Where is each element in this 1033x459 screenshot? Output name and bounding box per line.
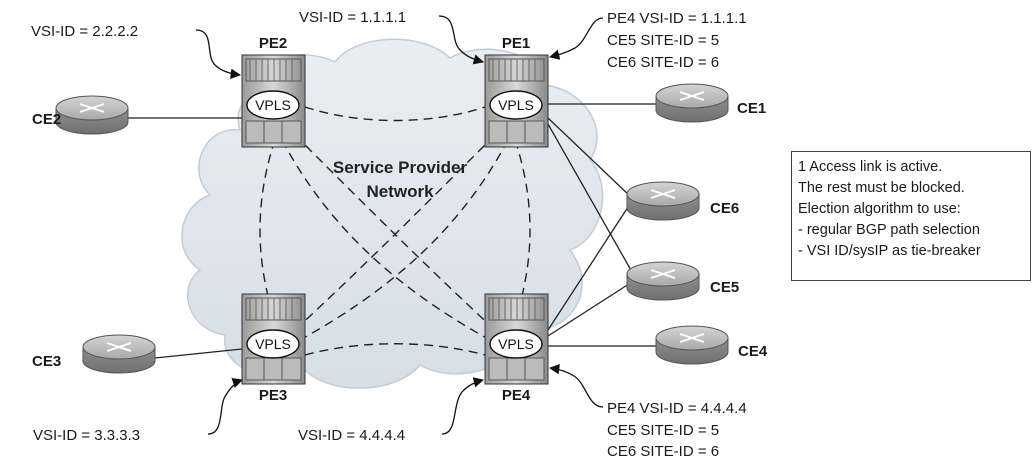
ce-label-ce4: CE4 — [738, 343, 768, 360]
arrow-pe4-vsi — [441, 377, 485, 435]
vpls-label-pe1: VPLS — [498, 97, 534, 113]
pe-label-pe3: PE3 — [259, 387, 287, 404]
pe4-block-line3: CE6 SITE-ID = 6 — [607, 443, 719, 459]
vpls-instance-pe2 — [246, 90, 300, 120]
vpls-label-pe3: VPLS — [255, 336, 291, 352]
router-icon — [79, 103, 105, 113]
legend-line-2: The rest must be blocked. — [798, 180, 965, 196]
legend-line-5: - VSI ID/sysIP as tie-breaker — [798, 243, 981, 259]
pseudowire-mesh — [259, 106, 531, 356]
pseudowire-pe2-pe4-alt — [281, 139, 491, 341]
pseudowire-pe2-pe1 — [304, 106, 486, 122]
router-icon — [106, 342, 132, 352]
vpls-instance-pe3 — [246, 329, 300, 359]
access-links — [128, 103, 656, 359]
vpls-label-pe4: VPLS — [498, 336, 534, 352]
ce-router-ce6: CE6 — [626, 181, 739, 221]
pe-label-pe2: PE2 — [259, 35, 287, 52]
pseudowire-pe1-pe3 — [294, 134, 496, 331]
legend-line-3: Election algorithm to use: — [798, 201, 961, 217]
pe3-vsi-id: VSI-ID = 3.3.3.3 — [33, 427, 140, 444]
pe-device-pe1: VPLS PE1 — [484, 35, 549, 148]
pe4-vsi-id: VSI-ID = 4.4.4.4 — [298, 427, 405, 444]
ce-router-ce5: CE5 — [626, 261, 739, 301]
vpls-label-pe2: VPLS — [255, 97, 291, 113]
cloud-title-line1: Service Provider — [333, 158, 468, 177]
router-icon — [650, 189, 676, 199]
link-pe1-ce5 — [547, 123, 633, 273]
ce-label-ce3: CE3 — [32, 353, 61, 370]
pe-label-pe4: PE4 — [502, 387, 531, 404]
link-pe1-ce6 — [547, 117, 631, 197]
pe-device-pe4: VPLS PE4 — [484, 293, 549, 404]
pseudowire-pe1-pe4 — [514, 139, 531, 321]
pseudowire-pe2-pe3 — [259, 139, 276, 321]
pe2-vsi-id: VSI-ID = 2.2.2.2 — [31, 23, 138, 40]
link-ce3-pe3 — [154, 348, 243, 359]
arrow-pe2-vsi — [195, 29, 242, 79]
ce-label-ce5: CE5 — [710, 279, 739, 296]
arrow-pe1-block — [548, 17, 604, 60]
legend-line-1: 1 Access link is active. — [798, 159, 943, 175]
pe1-block-line1: PE4 VSI-ID = 1.1.1.1 — [607, 10, 747, 27]
pe-device-pe2: VPLS PE2 — [241, 35, 306, 148]
cloud-title-line2: Network — [366, 182, 434, 201]
ce-label-ce2: CE2 — [32, 111, 61, 128]
vpls-instance-pe1 — [489, 90, 543, 120]
pseudowire-pe1-pe3-alt — [299, 139, 509, 341]
ce-label-ce6: CE6 — [710, 200, 739, 217]
arrow-pe1-vsi — [438, 15, 484, 65]
ce-router-ce2: CE2 — [32, 95, 129, 135]
annotation-arrows — [195, 15, 604, 435]
router-icon — [650, 269, 676, 279]
vpls-instance-pe4 — [489, 329, 543, 359]
ce-router-ce4: CE4 — [655, 325, 768, 365]
legend-line-4: - regular BGP path selection — [798, 222, 980, 238]
link-pe4-ce6 — [547, 203, 631, 331]
ce-router-ce1: CE1 — [655, 83, 766, 123]
pe4-block-line1: PE4 VSI-ID = 4.4.4.4 — [607, 400, 747, 417]
pe-device-pe3: VPLS PE3 — [241, 293, 306, 404]
pe1-vsi-id: VSI-ID = 1.1.1.1 — [299, 9, 406, 26]
link-pe4-ce5 — [547, 281, 633, 337]
pseudowire-pe3-pe4 — [304, 343, 486, 356]
pe1-block-line2: CE5 SITE-ID = 5 — [607, 32, 719, 49]
arrow-pe3-vsi — [207, 378, 243, 435]
ce-router-ce3: CE3 — [32, 334, 156, 374]
ce-label-ce1: CE1 — [737, 100, 766, 117]
pe4-block-line2: CE5 SITE-ID = 5 — [607, 422, 719, 439]
pe1-block-line3: CE6 SITE-ID = 6 — [607, 54, 719, 71]
router-icon — [679, 91, 705, 101]
pe-label-pe1: PE1 — [502, 35, 530, 52]
router-icon — [679, 333, 705, 343]
election-legend: 1 Access link is active. The rest must b… — [791, 151, 1031, 281]
arrow-pe4-block — [548, 364, 604, 408]
